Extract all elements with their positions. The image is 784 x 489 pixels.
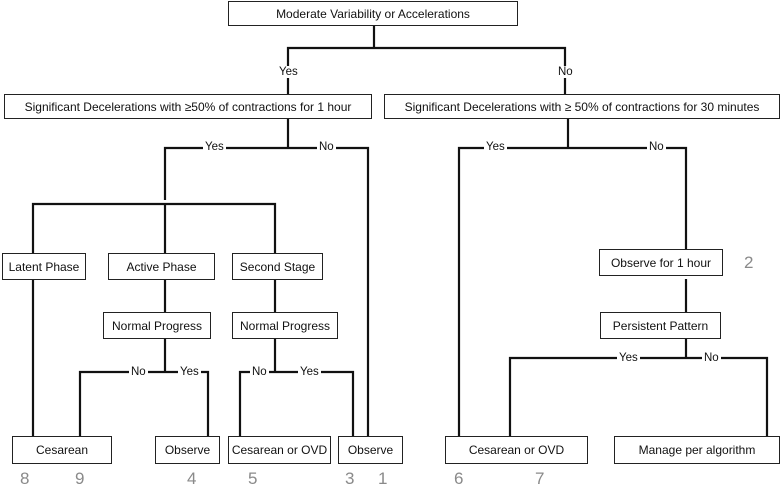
node-manage: Manage per algorithm xyxy=(614,436,780,464)
ref-number-8: 8 xyxy=(20,469,30,488)
edge-root-no: No xyxy=(556,66,575,78)
node-latent-text: Latent Phase xyxy=(8,259,80,274)
edge-right-yes: Yes xyxy=(484,141,507,153)
node-observe-b: Observe xyxy=(338,436,403,464)
node-sig-left-text: Significant Decelerations with ≥50% of c… xyxy=(24,99,352,114)
node-observe-a: Observe xyxy=(155,436,220,464)
ref-number-2: 2 xyxy=(744,253,754,272)
node-root: Moderate Variability or Accelerations xyxy=(228,1,518,26)
edge-persist-yes: Yes xyxy=(617,352,640,364)
ref-number-9: 9 xyxy=(75,469,85,488)
node-sig-right-text: Significant Decelerations with ≥ 50% of … xyxy=(404,99,760,114)
edge-persist-no: No xyxy=(702,352,721,364)
node-normal-second-text: Normal Progress xyxy=(239,318,331,333)
edge-second-yes: Yes xyxy=(298,366,321,378)
ref-number-5: 5 xyxy=(248,469,258,488)
edge-left-yes: Yes xyxy=(203,141,226,153)
edge-second-no: No xyxy=(250,366,269,378)
node-active: Active Phase xyxy=(108,253,215,280)
edge-active-yes: Yes xyxy=(178,366,201,378)
node-cesarean-ovd-a-text: Cesarean or OVD xyxy=(231,443,328,457)
node-normal-second: Normal Progress xyxy=(232,312,338,339)
node-cesarean-ovd-a: Cesarean or OVD xyxy=(228,436,331,464)
node-persistent-text: Persistent Pattern xyxy=(612,318,709,333)
node-second: Second Stage xyxy=(232,253,323,280)
node-observe-a-text: Observe xyxy=(164,443,211,457)
ref-number-3: 3 xyxy=(345,469,355,488)
node-root-text: Moderate Variability or Accelerations xyxy=(276,6,470,21)
node-normal-active: Normal Progress xyxy=(103,312,211,339)
node-persistent: Persistent Pattern xyxy=(600,312,721,339)
ref-number-4: 4 xyxy=(187,469,197,488)
node-second-text: Second Stage xyxy=(239,259,316,274)
node-cesarean: Cesarean xyxy=(12,436,112,464)
node-observe-b-text: Observe xyxy=(347,443,394,457)
node-active-text: Active Phase xyxy=(126,259,197,274)
node-cesarean-ovd-b-text: Cesarean or OVD xyxy=(468,443,565,457)
ref-number-6: 6 xyxy=(454,469,464,488)
node-manage-text: Manage per algorithm xyxy=(638,443,756,457)
node-sig-right: Significant Decelerations with ≥ 50% of … xyxy=(384,94,780,119)
node-observe-1h: Observe for 1 hour xyxy=(599,249,723,276)
edge-active-no: No xyxy=(129,366,148,378)
node-sig-left: Significant Decelerations with ≥50% of c… xyxy=(4,94,372,119)
node-cesarean-text: Cesarean xyxy=(35,443,89,457)
node-cesarean-ovd-b: Cesarean or OVD xyxy=(445,436,588,464)
edge-right-no: No xyxy=(647,141,666,153)
node-latent: Latent Phase xyxy=(2,253,86,280)
node-normal-active-text: Normal Progress xyxy=(111,318,203,333)
ref-number-7: 7 xyxy=(535,469,545,488)
ref-number-1: 1 xyxy=(378,469,388,488)
edge-left-no: No xyxy=(317,141,336,153)
node-observe-1h-text: Observe for 1 hour xyxy=(610,255,712,270)
edge-root-yes: Yes xyxy=(277,66,300,78)
